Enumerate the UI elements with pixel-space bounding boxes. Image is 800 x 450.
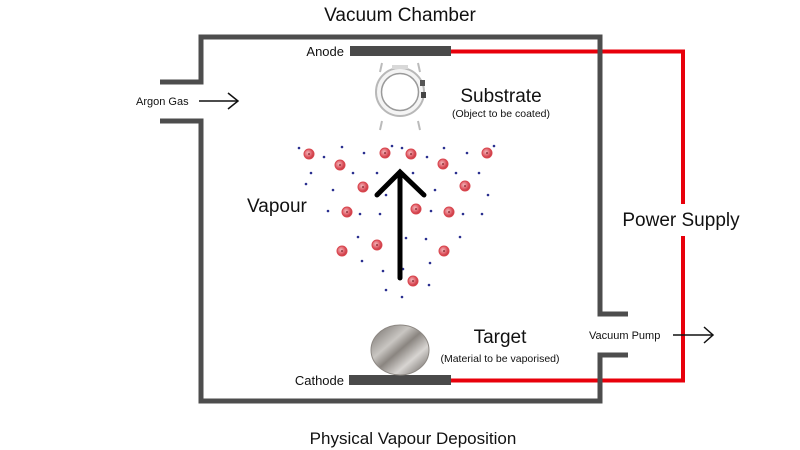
wire-cathode xyxy=(451,236,685,383)
power-supply-wire xyxy=(451,49,685,383)
electron-dot xyxy=(492,144,496,148)
vapour-particle xyxy=(371,239,383,251)
vapour-particle xyxy=(379,147,391,159)
electron-dot xyxy=(384,288,388,292)
electron-dot xyxy=(400,146,404,150)
electron-dot xyxy=(425,155,429,159)
vapour-particle xyxy=(407,275,419,287)
vapour-label: Vapour xyxy=(247,196,308,217)
vapour-particle xyxy=(459,180,471,192)
vapour-particle xyxy=(443,206,455,218)
target-label: Target xyxy=(474,327,528,348)
electron-dot xyxy=(360,259,364,263)
electron-dot xyxy=(381,269,385,273)
electron-dot xyxy=(429,209,433,213)
metal-disc-icon xyxy=(370,324,430,376)
vapour-particle xyxy=(303,148,315,160)
vapour-particle xyxy=(438,245,450,257)
electron-dot xyxy=(322,155,326,159)
wire-anode xyxy=(451,49,685,204)
electron-dot xyxy=(358,212,362,216)
electron-dot xyxy=(486,193,490,197)
electron-dot xyxy=(331,188,335,192)
vacuum-chamber xyxy=(160,34,628,404)
electron-dot xyxy=(458,235,462,239)
electron-dot xyxy=(304,182,308,186)
electron-dot xyxy=(297,146,301,150)
electron-dot xyxy=(427,283,431,287)
vapour-particle xyxy=(341,206,353,218)
electron-dot xyxy=(326,209,330,213)
vapour-particle xyxy=(410,203,422,215)
electron-dot xyxy=(375,171,379,175)
vapour-particle xyxy=(437,158,449,170)
electron-dot xyxy=(465,151,469,155)
chamber-wall-upper xyxy=(160,34,628,317)
vapour-particle xyxy=(334,159,346,171)
electron-dot xyxy=(400,295,404,299)
vapour-particle xyxy=(481,147,493,159)
electron-dot xyxy=(477,171,481,175)
chamber-title: Vacuum Chamber xyxy=(324,5,476,26)
anode-electrode xyxy=(350,46,451,56)
electron-dot xyxy=(404,236,408,240)
vapour-particle xyxy=(336,245,348,257)
substrate-label: Substrate xyxy=(460,86,541,107)
electron-dot xyxy=(378,212,382,216)
electron-dot xyxy=(340,145,344,149)
anode-label: Anode xyxy=(306,44,344,59)
electron-dot xyxy=(424,237,428,241)
electron-dot xyxy=(442,146,446,150)
vacuum-pump-arrow-icon xyxy=(673,326,715,344)
argon-gas-label: Argon Gas xyxy=(136,96,189,108)
electron-dot xyxy=(461,212,465,216)
watch-case-icon xyxy=(375,62,426,131)
electron-dot xyxy=(480,212,484,216)
electron-dot xyxy=(362,151,366,155)
electron-dot xyxy=(428,261,432,265)
vapour-electrons xyxy=(297,144,496,299)
electron-dot xyxy=(351,171,355,175)
power-supply-label: Power Supply xyxy=(622,210,740,231)
argon-inlet-arrow-icon xyxy=(199,92,240,110)
chamber-wall-lower xyxy=(160,118,628,404)
electron-dot xyxy=(309,171,313,175)
electron-dot xyxy=(433,188,437,192)
vapour-particle xyxy=(357,181,369,193)
substrate-note: (Object to be coated) xyxy=(452,108,550,120)
cathode-label: Cathode xyxy=(295,373,344,388)
electron-dot xyxy=(356,235,360,239)
target-note: (Material to be vaporised) xyxy=(440,353,559,365)
vacuum-pump-label: Vacuum Pump xyxy=(589,330,660,342)
electron-dot xyxy=(454,171,458,175)
diagram-caption: Physical Vapour Deposition xyxy=(310,429,517,448)
vapour-direction-arrow-icon xyxy=(374,168,427,281)
vapour-ions xyxy=(303,147,493,287)
cathode-electrode xyxy=(349,375,451,385)
electron-dot xyxy=(384,193,388,197)
vapour-particle xyxy=(405,148,417,160)
electron-dot xyxy=(390,144,394,148)
electron-dot xyxy=(411,171,415,175)
